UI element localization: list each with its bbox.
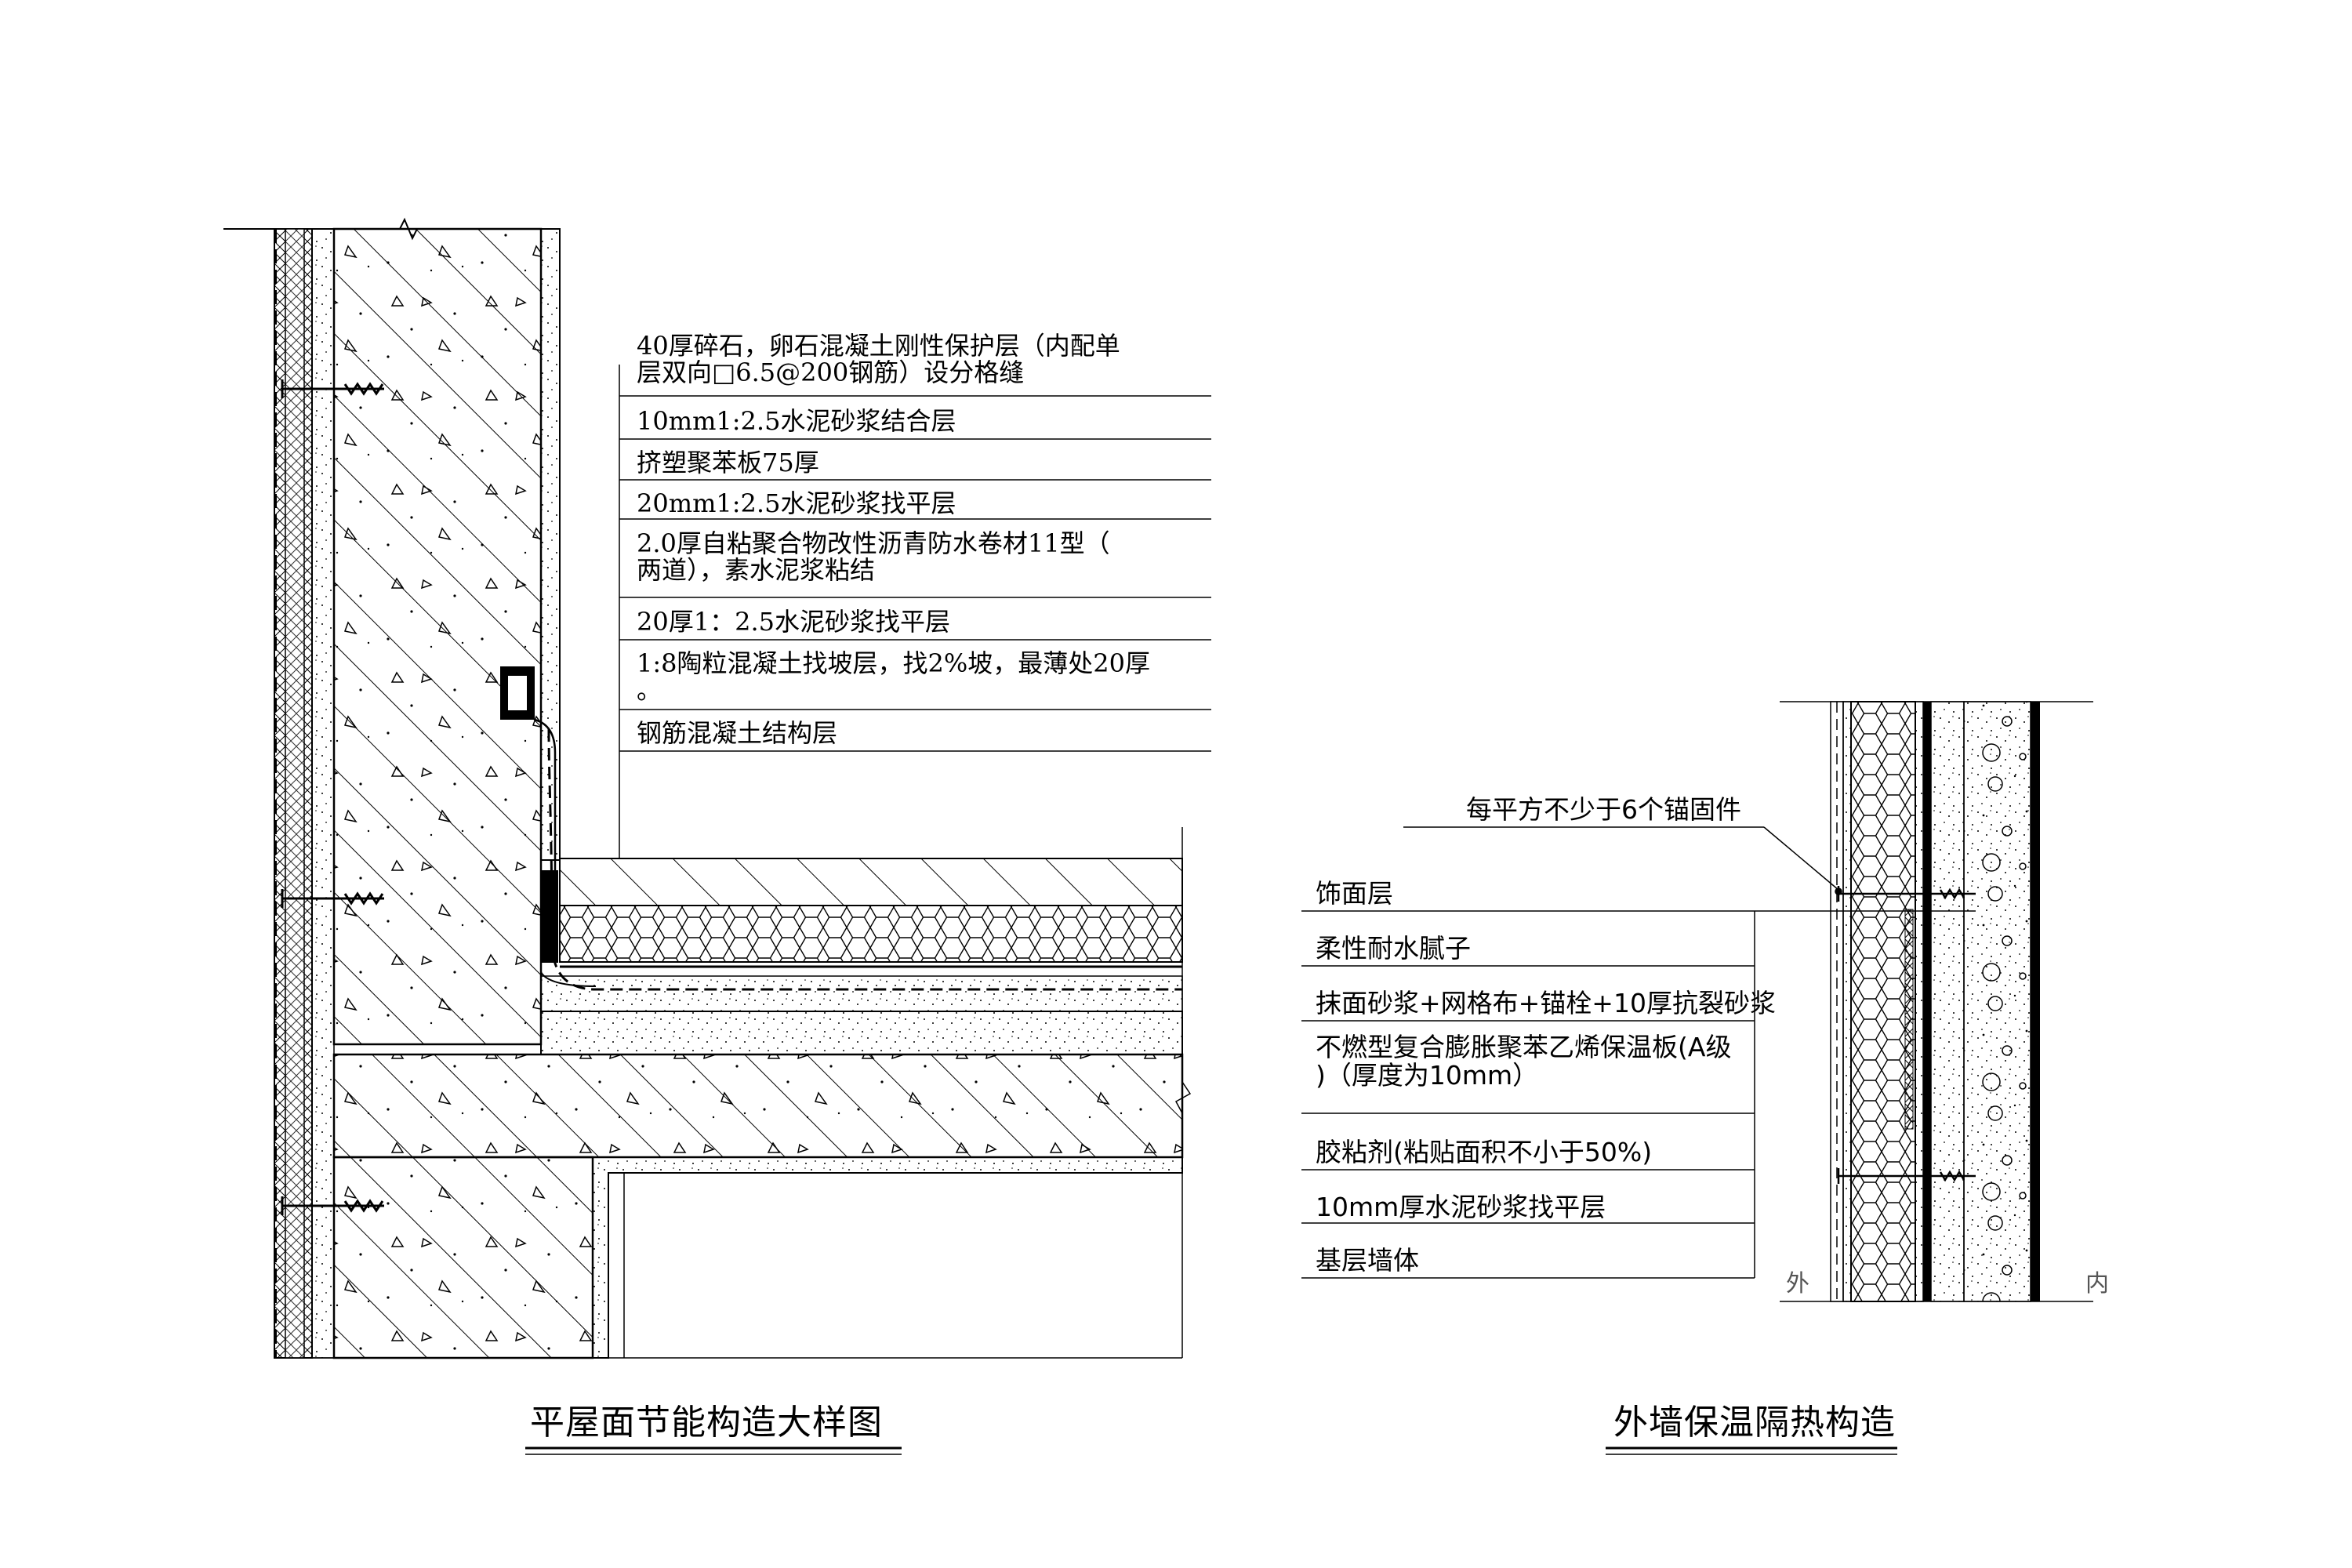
roof-layer-4-label: 20mm1:2.5水泥砂浆找平层 bbox=[637, 488, 956, 518]
wall-layer-1-label: 饰面层 bbox=[1316, 878, 1393, 909]
roof-layer-6-label: 20厚1：2.5水泥砂浆找平层 bbox=[637, 607, 950, 637]
roof-layer-2-label: 10mm1:2.5水泥砂浆结合层 bbox=[637, 406, 956, 436]
roof-layer-3-label: 挤塑聚苯板75厚 bbox=[637, 448, 819, 477]
outside-label: 外 bbox=[1786, 1270, 1809, 1298]
roof-layer-8-label: 钢筋混凝土结构层 bbox=[637, 718, 838, 748]
anchor-note-label: 每平方不少于6个锚固件 bbox=[1466, 794, 1741, 825]
inside-label: 内 bbox=[2085, 1270, 2109, 1298]
wall-detail-title: 外墙保温隔热构造 bbox=[1613, 1403, 1896, 1443]
wall-layer-4-label: 不燃型复合膨胀聚苯乙烯保温板(A级 )（厚度为10mm） bbox=[1316, 1032, 1732, 1091]
roof-layer-7-label: 1:8陶粒混凝土找坡层，找2%坡，最薄处20厚 。 bbox=[637, 648, 1150, 705]
roof-detail-title: 平屋面节能构造大样图 bbox=[530, 1403, 883, 1443]
wall-layer-5-label: 胶粘剂(粘贴面积不小于50%) bbox=[1316, 1137, 1653, 1167]
wall-layer-7-label: 基层墙体 bbox=[1316, 1245, 1419, 1276]
wall-layer-3-label: 抹面砂浆+网格布+锚栓+10厚抗裂砂浆 bbox=[1316, 988, 1776, 1018]
roof-detail-drawing bbox=[223, 217, 1211, 1455]
roof-layer-1-label: 40厚碎石，卵石混凝土刚性保护层（内配单 层双向□6.5@200钢筋）设分格缝 bbox=[637, 331, 1120, 387]
wall-layer-2-label: 柔性耐水腻子 bbox=[1316, 933, 1471, 964]
wall-detail-drawing bbox=[1301, 701, 2093, 1455]
roof-layer-5-label: 2.0厚自粘聚合物改性沥青防水卷材11型（ 两道），素水泥浆粘结 bbox=[637, 528, 1110, 585]
wall-layer-6-label: 10mm厚水泥砂浆找平层 bbox=[1316, 1192, 1606, 1222]
